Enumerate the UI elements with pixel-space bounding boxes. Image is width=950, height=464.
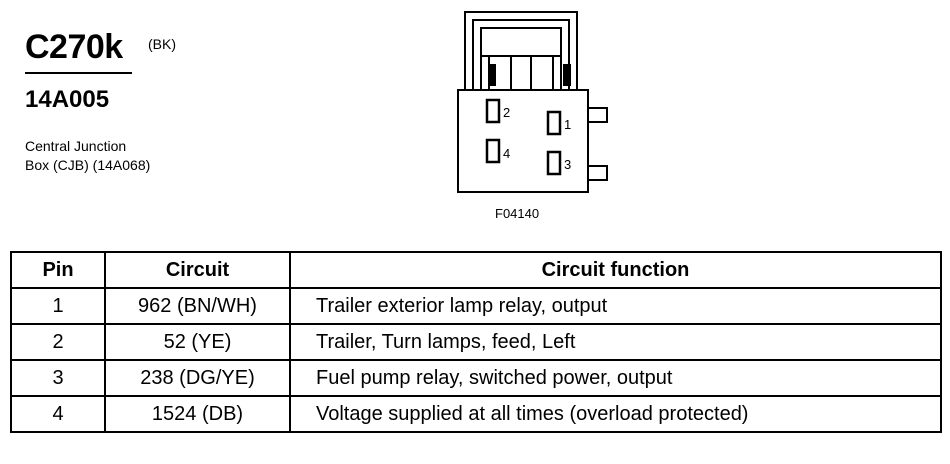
- connector-location: Central Junction Box (CJB) (14A068): [25, 137, 150, 175]
- part-number: 14A005: [25, 86, 110, 113]
- figure-code: F04140: [495, 206, 540, 221]
- cavity-2: [485, 98, 501, 124]
- pinout-table: Pin Circuit Circuit function 1 962 (BN/W…: [10, 251, 942, 433]
- cell-pin: 2: [10, 323, 106, 361]
- cell-function: Trailer, Turn lamps, feed, Left: [289, 323, 942, 361]
- pin-label-2: 2: [503, 105, 510, 120]
- side-key-top: [587, 107, 608, 123]
- latch-tab-right: [563, 64, 571, 86]
- cavity-3: [546, 150, 562, 176]
- pin-label-3: 3: [564, 157, 571, 172]
- cavity-4: [485, 138, 501, 164]
- table-header-row: Pin Circuit Circuit function: [10, 251, 942, 289]
- cell-function: Fuel pump relay, switched power, output: [289, 359, 942, 397]
- cell-function: Voltage supplied at all times (overload …: [289, 395, 942, 433]
- connector-body: [457, 89, 589, 193]
- cell-circuit: 238 (DG/YE): [104, 359, 291, 397]
- table-row: 4 1524 (DB) Voltage supplied at all time…: [10, 395, 942, 433]
- cell-pin: 4: [10, 395, 106, 433]
- pin-label-1: 1: [564, 117, 571, 132]
- cavity-1: [546, 110, 562, 136]
- header-pin: Pin: [10, 251, 106, 289]
- location-line-2: Box (CJB) (14A068): [25, 157, 151, 173]
- table-row: 1 962 (BN/WH) Trailer exterior lamp rela…: [10, 287, 942, 325]
- header-circuit: Circuit: [104, 251, 291, 289]
- cell-pin: 3: [10, 359, 106, 397]
- cell-function: Trailer exterior lamp relay, output: [289, 287, 942, 325]
- latch-tab-left: [488, 64, 496, 86]
- cell-circuit: 962 (BN/WH): [104, 287, 291, 325]
- color-code: (BK): [148, 36, 176, 52]
- connector-face-diagram: 2 1 4 3: [457, 11, 608, 193]
- table-row: 2 52 (YE) Trailer, Turn lamps, feed, Lef…: [10, 323, 942, 361]
- connector-latch: [464, 11, 578, 90]
- title-underline: [25, 72, 132, 74]
- pin-label-4: 4: [503, 146, 510, 161]
- cell-circuit: 1524 (DB): [104, 395, 291, 433]
- cell-circuit: 52 (YE): [104, 323, 291, 361]
- header-function: Circuit function: [289, 251, 942, 289]
- side-key-bottom: [587, 165, 608, 181]
- table-row: 3 238 (DG/YE) Fuel pump relay, switched …: [10, 359, 942, 397]
- connector-id: C270k: [25, 28, 123, 66]
- location-line-1: Central Junction: [25, 138, 127, 154]
- cell-pin: 1: [10, 287, 106, 325]
